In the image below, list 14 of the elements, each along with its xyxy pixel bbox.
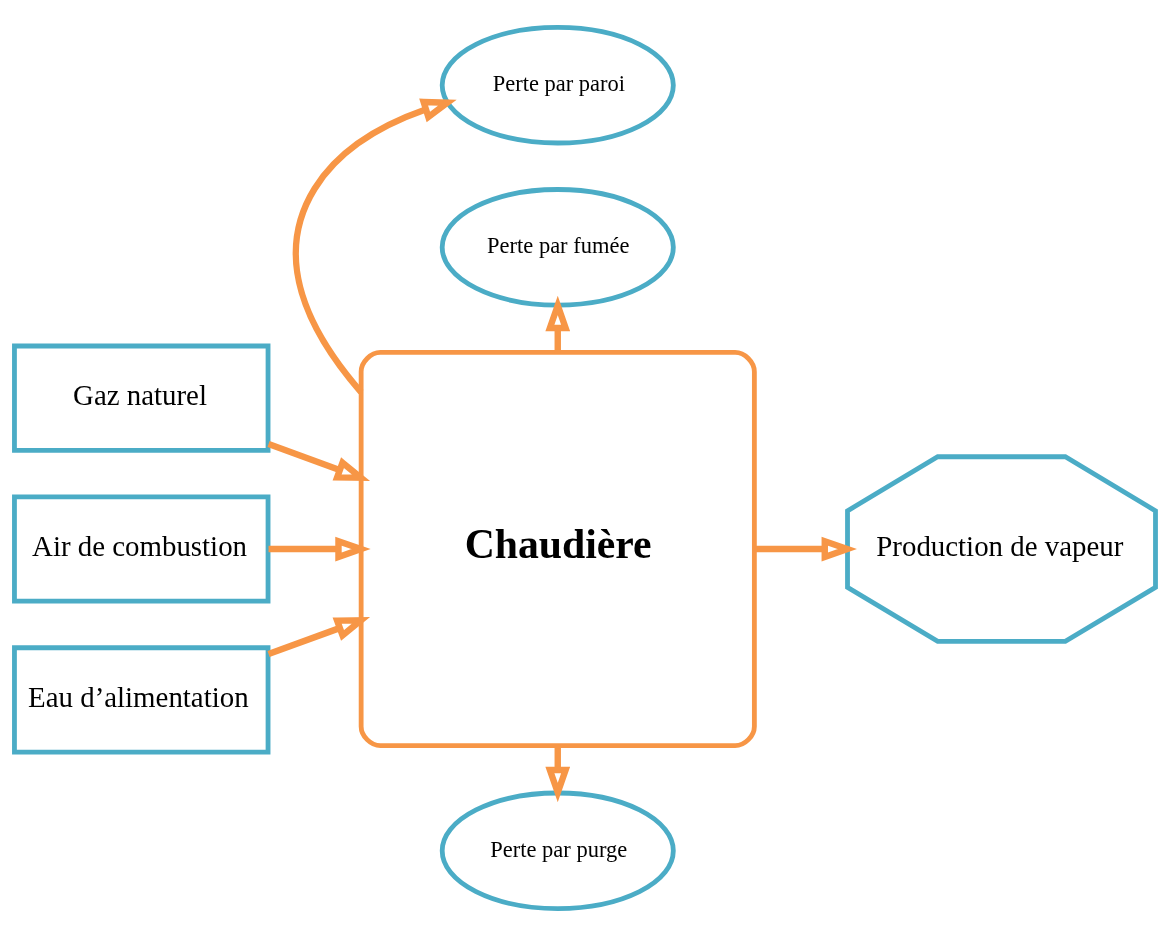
node-box: Gaz naturel xyxy=(12,343,271,453)
node-ellipse: Perte par fumée xyxy=(439,186,676,307)
node-box: Air de combustion xyxy=(12,493,271,604)
arrow xyxy=(267,616,371,657)
node-ellipse: Perte par purge xyxy=(439,790,676,911)
arrow xyxy=(754,536,857,561)
arrow xyxy=(292,98,457,394)
arrow xyxy=(268,536,371,561)
node-ellipse: Perte par paroi xyxy=(439,24,676,145)
arrow xyxy=(545,295,571,352)
arrow xyxy=(267,440,371,481)
node-box: Chaudière xyxy=(358,349,757,748)
node-box: Eau d’alimentation xyxy=(12,644,271,754)
arrow xyxy=(545,745,571,802)
